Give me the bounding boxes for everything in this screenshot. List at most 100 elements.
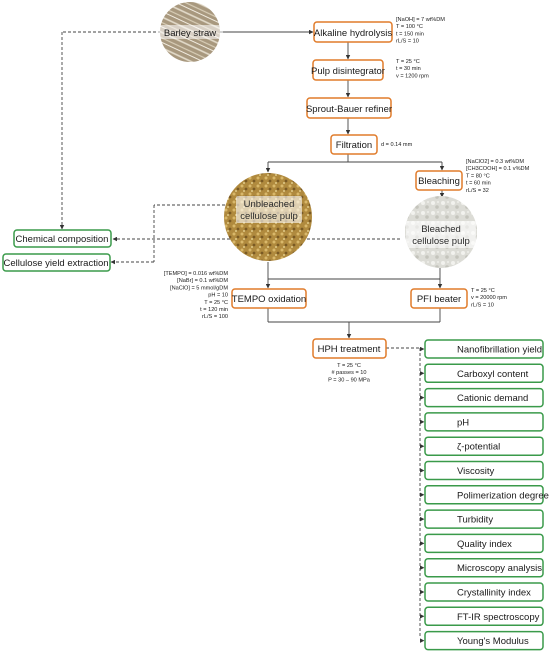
alkaline-hydrolysis-label: Alkaline hydrolysis bbox=[314, 28, 392, 39]
characterization-box bbox=[424, 412, 544, 432]
characterization-label: Nanofibrillation yield bbox=[457, 345, 542, 356]
condition-tempo-line-6: rL/S = 100 bbox=[202, 314, 228, 320]
step-tempo-oxidation: TEMPO oxidation bbox=[231, 288, 307, 309]
condition-disintegrator-line-2: v = 1200 rpm bbox=[396, 73, 429, 79]
condition-tempo-line-4: T = 25 °C bbox=[204, 300, 228, 306]
condition-pfi-line-0: T = 25 °C bbox=[471, 288, 495, 294]
characterization-box bbox=[424, 509, 544, 529]
pfi-beater-label: PFI beater bbox=[417, 294, 461, 305]
condition-hph-line-2: P = 30 – 90 MPa bbox=[328, 377, 371, 383]
characterization-item: Turbidity bbox=[424, 509, 544, 529]
characterization-label: Turbidity bbox=[457, 515, 493, 526]
analysis-chemical-composition: Chemical composition bbox=[13, 229, 112, 248]
characterization-box bbox=[424, 460, 544, 481]
characterization-item: Carboxyl content bbox=[424, 363, 544, 384]
conditions-filtration: d = 0.14 mm bbox=[381, 142, 413, 148]
characterization-box bbox=[424, 436, 544, 456]
condition-pfi-line-1: v = 20000 rpm bbox=[471, 295, 507, 301]
step-hph-treatment: HPH treatment bbox=[312, 338, 387, 359]
condition-bleaching-line-0: [NaClO2] = 0.3 wt%DM bbox=[466, 159, 524, 165]
characterization-item: ζ-potential bbox=[424, 436, 544, 456]
unbleached-pulp-label-line1: Unbleached bbox=[244, 199, 295, 210]
hph-treatment-label: HPH treatment bbox=[318, 344, 381, 355]
characterization-box bbox=[424, 363, 544, 384]
cellulose-yield-label: Cellulose yield extraction bbox=[3, 258, 108, 269]
characterization-label: Microscopy analysis bbox=[457, 563, 542, 574]
sprout-bauer-refiner-label: Sprout-Bauer refiner bbox=[306, 104, 392, 115]
condition-alkaline-line-2: t = 150 min bbox=[396, 31, 424, 37]
characterization-label: Polimerization degree bbox=[457, 490, 549, 501]
condition-disintegrator-line-0: T = 25 °C bbox=[396, 59, 420, 65]
conditions-hph: T = 25 °C# passes = 10P = 30 – 90 MPa bbox=[328, 363, 371, 383]
pulp-disintegrator-label: Pulp disintegrator bbox=[311, 66, 385, 77]
condition-alkaline-line-3: rL/S = 10 bbox=[396, 39, 419, 45]
condition-bleaching-line-3: t = 60 min bbox=[466, 181, 491, 187]
step-pfi-beater: PFI beater bbox=[410, 288, 468, 309]
conditions-tempo: [TEMPO] = 0.016 wt%DM[NaBr] = 0.1 wt%DM[… bbox=[164, 271, 229, 320]
characterization-item: Nanofibrillation yield bbox=[424, 339, 544, 359]
characterization-item: Crystallinity index bbox=[424, 582, 544, 602]
characterization-box bbox=[424, 630, 544, 651]
characterization-label: Viscosity bbox=[457, 466, 495, 477]
chemical-composition-label: Chemical composition bbox=[16, 234, 109, 245]
conditions-alkaline: [NaOH] = 7 wt%DMT = 100 °Ct = 150 min rL/… bbox=[396, 17, 445, 45]
condition-alkaline-line-1: T = 100 °C bbox=[396, 24, 423, 30]
characterization-item: pH bbox=[424, 412, 544, 432]
characterization-item: FT-IR spectroscopy bbox=[424, 606, 544, 627]
condition-disintegrator-line-1: t = 30 min bbox=[396, 66, 421, 72]
condition-tempo-line-2: [NaClO] = 5 mmol/gDM bbox=[170, 285, 228, 291]
condition-pfi-line-2: rL/S = 10 bbox=[471, 302, 494, 308]
characterization-label: pH bbox=[457, 417, 469, 428]
characterization-box bbox=[424, 582, 544, 602]
condition-hph-line-1: # passes = 10 bbox=[332, 370, 367, 376]
condition-bleaching-line-4: rL/S = 32 bbox=[466, 188, 489, 194]
characterization-item: Polimerization degree bbox=[424, 485, 549, 505]
bleached-pulp-node: Bleached cellulose pulp bbox=[405, 196, 477, 268]
condition-alkaline-line-0: [NaOH] = 7 wt%DM bbox=[396, 17, 445, 23]
characterization-box bbox=[424, 557, 544, 578]
characterization-label: Crystallinity index bbox=[457, 588, 531, 599]
characterization-label: Carboxyl content bbox=[457, 369, 529, 380]
step-alkaline-hydrolysis: Alkaline hydrolysis bbox=[313, 21, 393, 43]
bleaching-label: Bleaching bbox=[418, 176, 460, 187]
condition-bleaching-line-2: T = 80 °C bbox=[466, 173, 490, 179]
characterization-item: Young's Modulus bbox=[424, 630, 544, 651]
condition-tempo-line-1: [NaBr] = 0.1 wt%DM bbox=[177, 278, 228, 284]
tempo-oxidation-label: TEMPO oxidation bbox=[232, 294, 306, 305]
condition-tempo-line-5: t = 120 min bbox=[200, 307, 228, 313]
filtration-label: Filtration bbox=[336, 140, 372, 151]
condition-filtration-line-0: d = 0.14 mm bbox=[381, 142, 413, 148]
bleached-pulp-label-line1: Bleached bbox=[421, 224, 461, 235]
barley-straw-label: Barley straw bbox=[164, 28, 216, 39]
condition-tempo-line-0: [TEMPO] = 0.016 wt%DM bbox=[164, 271, 229, 277]
characterization-label: Young's Modulus bbox=[457, 636, 529, 647]
step-sprout-bauer-refiner: Sprout-Bauer refiner bbox=[306, 97, 392, 119]
characterization-item: Microscopy analysis bbox=[424, 557, 544, 578]
characterization-item: Quality index bbox=[424, 533, 544, 554]
characterization-label: Quality index bbox=[457, 539, 512, 550]
characterization-box bbox=[424, 387, 544, 408]
characterization-label: Cationic demand bbox=[457, 393, 528, 404]
condition-bleaching-line-1: [CH3COOH] = 0.1 v%DM bbox=[466, 166, 530, 172]
characterization-box bbox=[424, 533, 544, 554]
characterization-label: FT-IR spectroscopy bbox=[457, 612, 540, 623]
step-bleaching: Bleaching bbox=[415, 170, 463, 191]
characterization-item: Viscosity bbox=[424, 460, 544, 481]
bleached-pulp-label-line2: cellulose pulp bbox=[412, 236, 470, 247]
characterization-label: ζ-potential bbox=[457, 442, 500, 453]
characterization-box bbox=[424, 339, 544, 359]
step-filtration: Filtration bbox=[330, 134, 378, 155]
characterization-box bbox=[424, 485, 544, 505]
conditions-bleaching: [NaClO2] = 0.3 wt%DM[CH3COOH] = 0.1 v%DM… bbox=[466, 159, 530, 194]
characterization-box bbox=[424, 606, 544, 627]
unbleached-pulp-label-line2: cellulose pulp bbox=[240, 211, 298, 222]
condition-tempo-line-3: pH = 10 bbox=[208, 293, 228, 299]
characterization-item: Cationic demand bbox=[424, 387, 544, 408]
analysis-cellulose-yield: Cellulose yield extraction bbox=[2, 253, 111, 272]
barley-straw-node: Barley straw bbox=[157, 2, 223, 62]
unbleached-pulp-node: Unbleached cellulose pulp bbox=[224, 173, 312, 261]
